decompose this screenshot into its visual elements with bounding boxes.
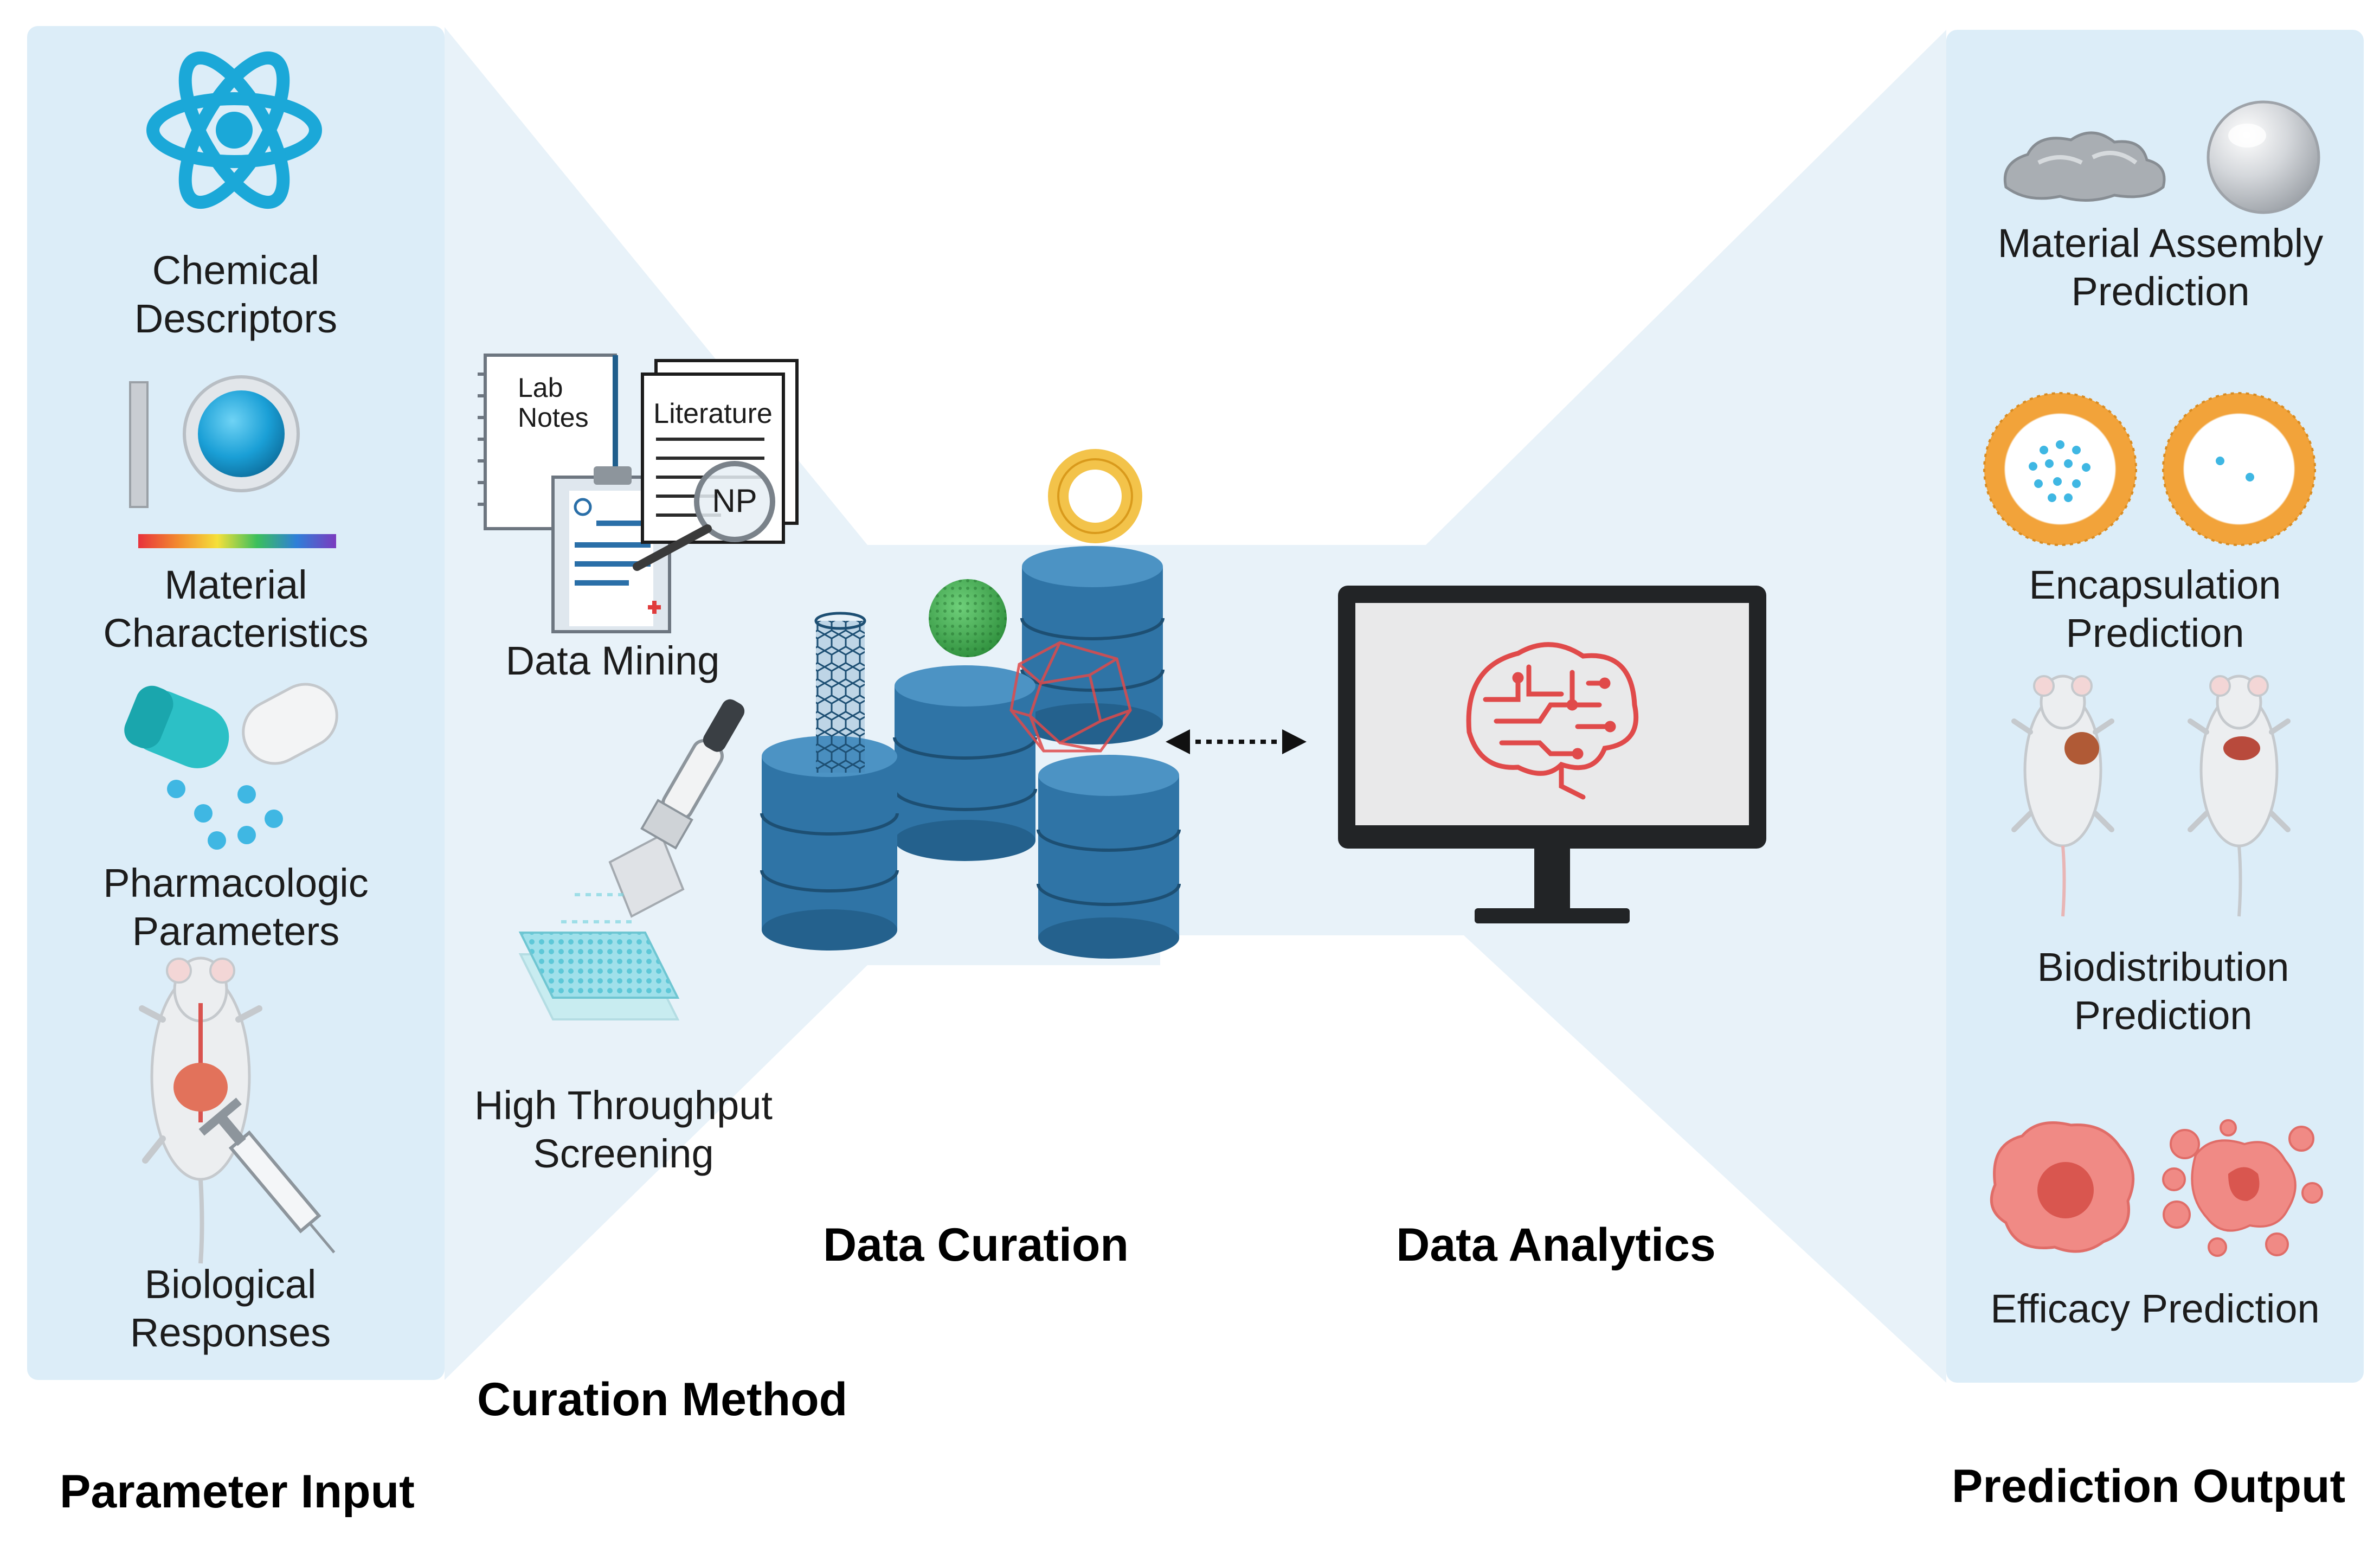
mouse-organ-icon <box>2011 675 2291 917</box>
prediction-output-title: Prediction Output <box>1952 1460 2346 1512</box>
data-curation-title: Data Curation <box>823 1219 1129 1271</box>
brain-icon <box>1466 642 1639 800</box>
database-stack-icon <box>760 449 1181 959</box>
monitor-brain-icon <box>1338 586 1766 923</box>
liposome-icon <box>1983 392 2316 546</box>
funnel-left <box>445 27 1160 1380</box>
data-analytics-title: Data Analytics <box>1396 1219 1716 1271</box>
parameter-panel <box>27 26 445 1380</box>
curation-method-title: Curation Method <box>477 1373 848 1426</box>
double-arrow-icon <box>1166 729 1307 754</box>
parameter-input-title: Parameter Input <box>60 1466 415 1518</box>
particle-spectrum-icon <box>129 375 336 548</box>
capsule-icon <box>124 683 338 850</box>
cell-icon <box>1990 1119 2323 1257</box>
literature-label: Literature <box>653 398 773 429</box>
documents-icon <box>478 354 799 633</box>
pipette-plate-icon <box>518 699 745 1020</box>
np-label: NP <box>712 483 757 519</box>
label-efficacy-prediction: Efficacy Prediction <box>1990 1286 2320 1331</box>
prediction-panel <box>1946 30 2364 1383</box>
polyhedron-icon <box>1009 641 1132 753</box>
assembly-icon <box>2003 100 2320 214</box>
mouse-syringe-icon <box>139 956 336 1264</box>
label-data-mining: Data Mining <box>505 638 720 683</box>
atom-icon <box>146 51 322 209</box>
